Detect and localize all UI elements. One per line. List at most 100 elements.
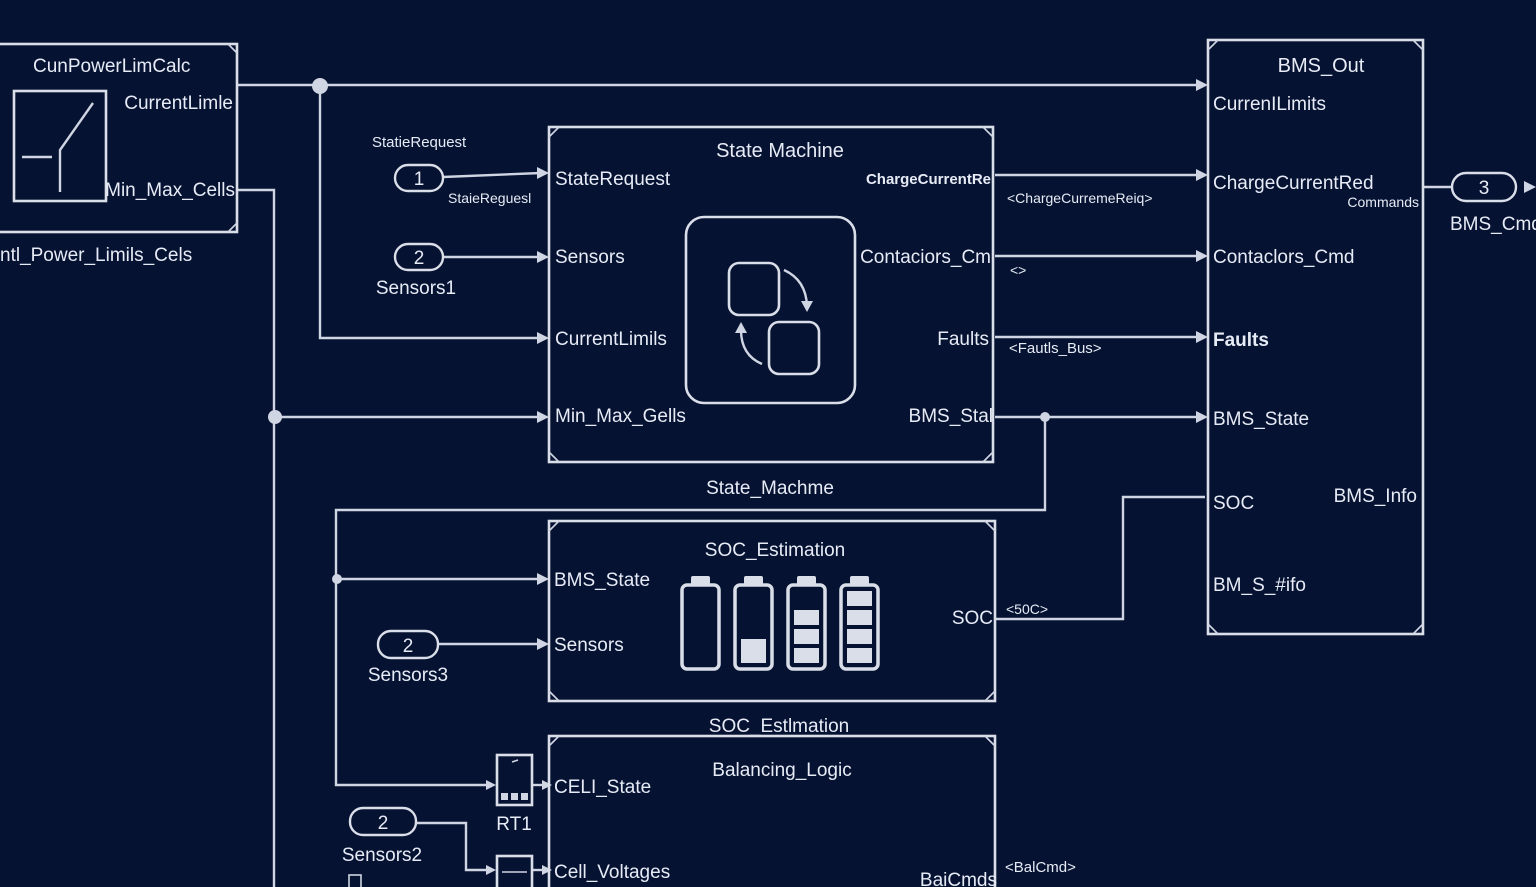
inport-shape — [393, 163, 445, 193]
wire-min-max-cells[interactable] — [238, 188, 276, 887]
branch-point — [312, 78, 328, 94]
rate-transition-frame — [495, 753, 534, 807]
bms-out-title: BMS_Out — [1278, 55, 1365, 77]
bms-out-input-bms-state: BMS_State — [1213, 409, 1309, 430]
bms-out-frame — [1206, 38, 1425, 636]
wire-soc[interactable] — [995, 495, 1205, 621]
inport-label-above: StatieRequest — [372, 134, 467, 151]
battery-icon — [733, 576, 774, 671]
bms-out-input-charge-current: ChargeCurrentRed — [1213, 173, 1374, 194]
power-limit-out1: CurrentLimle — [124, 93, 233, 114]
arrowhead — [486, 780, 496, 790]
battery-segment — [847, 591, 872, 606]
balancing-logic-frame — [547, 734, 997, 887]
power-limit-calc-block[interactable]: CunPowerLimCalc CurrentLimle Min_Max_Cel… — [0, 42, 239, 266]
outport-number: 3 — [1479, 178, 1490, 199]
battery-segment — [794, 648, 819, 663]
bms-out-block[interactable]: BMS_Out CurrenILimits ChargeCurrentRed C… — [1206, 38, 1425, 636]
arrowhead — [537, 251, 549, 263]
outport-bms-cmd[interactable]: 3 BMS_Cmd — [1450, 171, 1536, 235]
bms-out-input-soc: SOC — [1213, 493, 1254, 514]
power-limit-frame — [0, 42, 239, 234]
balancing-input-cell-voltages: Cell_Voltages — [554, 862, 670, 883]
balancing-logic-block[interactable]: Balancing_Logic CELI_State Cell_Voltages… — [547, 734, 997, 887]
port-fragment — [348, 874, 362, 887]
inport-sensors2[interactable]: 2 Sensors2 — [342, 806, 422, 887]
soc-estimation-block[interactable]: SOC_Estimation BMS_State Sensors SOC SOC… — [547, 519, 997, 737]
arrowhead — [1196, 169, 1208, 181]
soc-estimation-frame — [547, 519, 997, 703]
soc-estimation-caption: SOC_Estlmation — [709, 716, 849, 737]
battery-terminal — [797, 576, 816, 585]
branch-point — [268, 410, 282, 424]
battery-terminal — [691, 576, 710, 585]
battery-icon — [680, 576, 721, 671]
sm-output-contactors: Contaciors_Cm — [860, 247, 991, 268]
inport-number: 2 — [414, 248, 425, 269]
sm-input-current-limits: CurrentLimils — [555, 329, 667, 350]
rate-transition-rt1[interactable]: RT1 — [495, 753, 534, 835]
battery-segment — [794, 629, 819, 644]
arrowhead — [1524, 181, 1536, 193]
inport-sensors1[interactable]: 2 Sensors1 — [376, 242, 456, 299]
battery-segment — [847, 610, 872, 625]
rate-transition-frame — [495, 854, 534, 887]
battery-segment — [847, 648, 872, 663]
inport-sensors3[interactable]: 2 Sensors3 — [368, 629, 448, 686]
signal-label-charge: <ChargeCurremeReiq> — [1007, 190, 1153, 206]
branch-point — [332, 574, 342, 584]
rate-transition-glyph — [511, 793, 518, 800]
battery-body — [839, 583, 880, 671]
sm-output-bms-state: BMS_Stal — [909, 406, 993, 427]
soc-input-bms-state: BMS_State — [554, 570, 650, 591]
bms-out-input-contactors: Contaclors_Cmd — [1213, 247, 1355, 268]
arrowhead — [1196, 79, 1208, 91]
battery-icons — [680, 576, 880, 671]
battery-segment — [794, 610, 819, 625]
rate-transition-label: RT1 — [496, 814, 532, 835]
state-machine-caption: State_Machme — [706, 478, 834, 499]
inport-shape — [393, 242, 445, 272]
wire-current-limits-branch[interactable] — [318, 85, 541, 340]
inport-shape — [348, 806, 418, 837]
inport-state-request[interactable]: StatieRequest 1 StaieReguesl — [372, 134, 531, 206]
state-machine-title: State Machine — [716, 140, 844, 162]
arrowhead — [542, 865, 552, 875]
inport-label: Sensors2 — [342, 845, 422, 866]
signal-label-contactors: <> — [1010, 262, 1026, 278]
battery-body — [786, 583, 827, 671]
signal-wires — [238, 78, 1536, 887]
soc-estimation-title: SOC_Estimation — [705, 540, 845, 561]
bms-out-input-faults: Faults — [1213, 330, 1269, 351]
signal-label-soc: <50C> — [1006, 601, 1048, 617]
sm-output-charge-current: ChargeCurrentRe — [866, 171, 991, 188]
state-machine-frame — [547, 125, 995, 464]
arrowhead — [537, 573, 549, 585]
battery-terminal — [744, 576, 763, 585]
power-limit-out2: Min_Max_Cells — [105, 180, 235, 201]
battery-body — [680, 583, 721, 671]
wire-bms-state-feedback[interactable] — [334, 417, 1047, 787]
outport-label: BMS_Cmd — [1450, 214, 1536, 235]
block-corner-marks — [548, 126, 994, 463]
balancing-logic-title: Balancing_Logic — [712, 760, 851, 781]
block-corner-marks — [548, 735, 996, 747]
inport-shape — [376, 629, 440, 660]
rate-transition-glyph — [521, 793, 528, 800]
battery-terminal — [850, 576, 869, 585]
rate-transition-rt2[interactable] — [495, 854, 534, 887]
inport-number: 1 — [414, 169, 425, 190]
arrowhead — [542, 780, 552, 790]
inport-label: Sensors1 — [376, 278, 456, 299]
state-machine-block[interactable]: State Machine StateRequest Sensors Curre… — [547, 125, 995, 499]
inport-number: 2 — [403, 636, 414, 657]
bms-out-output-commands: Commands — [1347, 194, 1419, 210]
wire-state-request[interactable] — [442, 171, 542, 179]
block-corner-marks — [548, 520, 996, 702]
sm-input-state-request: StateRequest — [555, 169, 671, 190]
balancing-output: BaiCmds — [920, 870, 997, 887]
outport-shape — [1450, 171, 1518, 203]
signal-label-faults: <Fautls_Bus> — [1009, 340, 1102, 357]
wire-sensors2[interactable] — [416, 821, 490, 872]
